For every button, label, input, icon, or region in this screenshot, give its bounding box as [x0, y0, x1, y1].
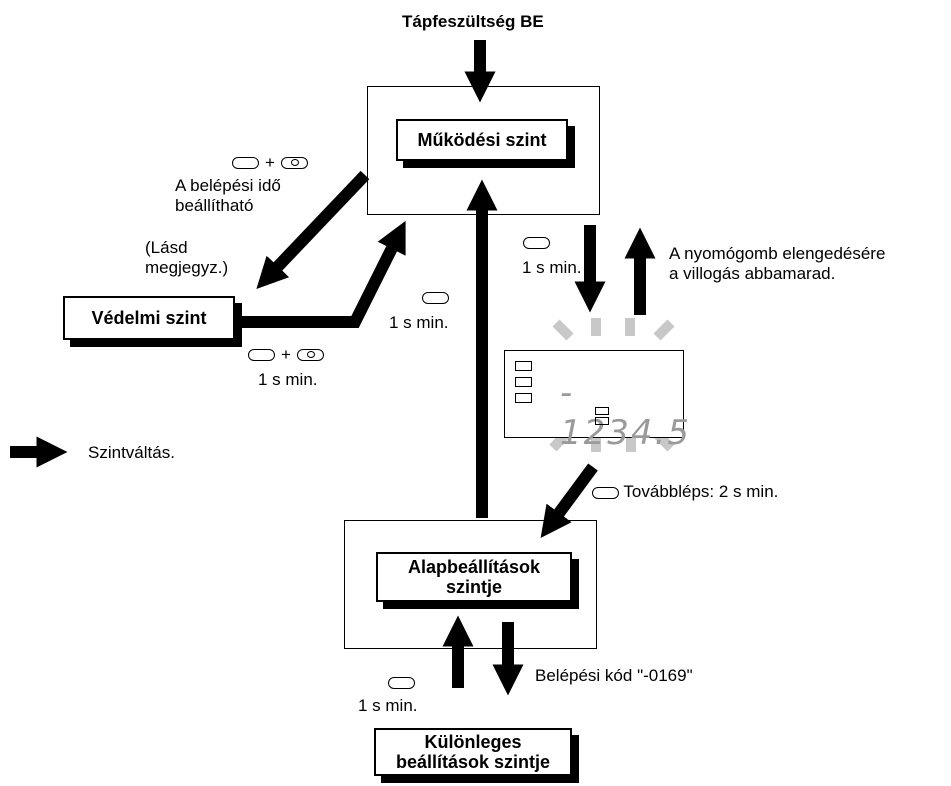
release-text: A nyomógomb elengedésére a villogás abba…: [669, 244, 885, 284]
op-to-panel-key: [523, 232, 550, 252]
initial-level-line1: Alapbeállítások: [407, 557, 541, 577]
display-digits: - 1234.5: [560, 373, 691, 453]
continue-label: Továbbléps: 2 s min.: [623, 482, 779, 501]
op-to-panel-time: 1 s min.: [522, 258, 582, 277]
indicator-4: [595, 407, 609, 415]
protect-return-keys: +: [248, 344, 324, 365]
see-note-line2: megjegyz.): [145, 258, 229, 277]
level-key-icon: [280, 156, 308, 169]
legend-label: Szintváltás.: [88, 443, 175, 462]
enter-time-line1: A belépési idő: [175, 176, 281, 195]
see-note-line1: (Lásd: [145, 238, 188, 257]
advanced-return-key: [388, 672, 415, 692]
protect-to-operation-arrow: [240, 220, 406, 328]
password-text: Belépési kód "-0169": [535, 666, 693, 685]
advanced-level-line1: Különleges: [424, 732, 522, 752]
mode-key-icon: [422, 291, 449, 304]
advanced-level-line2: beállítások szintje: [395, 752, 551, 772]
initial-level-frame: [344, 520, 597, 649]
indicator-2: [515, 377, 532, 387]
panel-to-initial-arrow: [540, 463, 598, 539]
protect-return-time: 1 s min.: [258, 370, 318, 389]
release-line1: A nyomógomb elengedésére: [669, 244, 886, 263]
mode-key-icon: [232, 156, 259, 169]
enter-keys: +: [232, 152, 308, 173]
indicator-1: [515, 361, 532, 371]
continue-text: Továbbléps: 2 s min.: [592, 482, 778, 502]
initial-level-box: Alapbeállítások szintje: [376, 552, 572, 602]
initial-to-op-time: 1 s min.: [389, 313, 449, 332]
advanced-level-box: Különleges beállítások szintje: [374, 728, 572, 776]
mode-key-icon: [388, 676, 415, 689]
operation-level-box: Működési szint: [396, 119, 568, 161]
advanced-return-time: 1 s min.: [358, 696, 418, 715]
release-line2: a villogás abbamarad.: [669, 264, 836, 283]
blink-rays: [549, 318, 675, 452]
initial-level-line2: szintje: [445, 577, 502, 597]
operation-level-frame: [367, 86, 600, 215]
enter-time-text: A belépési idő beállítható: [175, 176, 281, 216]
operation-to-protect-arrow: [256, 170, 370, 290]
enter-time-line2: beállítható: [175, 196, 254, 215]
mode-key-icon: [523, 236, 550, 249]
indicator-3: [515, 393, 532, 403]
controller-display: - 1234.5: [504, 350, 689, 453]
indicator-5: [595, 417, 609, 425]
mode-key-icon: [592, 486, 619, 499]
power-on-label: Tápfeszültség BE: [402, 12, 544, 31]
protect-level-label: Védelmi szint: [91, 308, 207, 328]
initial-to-op-key: [422, 287, 449, 307]
protect-level-box: Védelmi szint: [63, 296, 235, 340]
mode-key-icon: [248, 348, 275, 361]
level-key-icon: [296, 348, 324, 361]
see-note-text: (Lásd megjegyz.): [145, 238, 228, 278]
operation-level-label: Működési szint: [417, 130, 547, 150]
